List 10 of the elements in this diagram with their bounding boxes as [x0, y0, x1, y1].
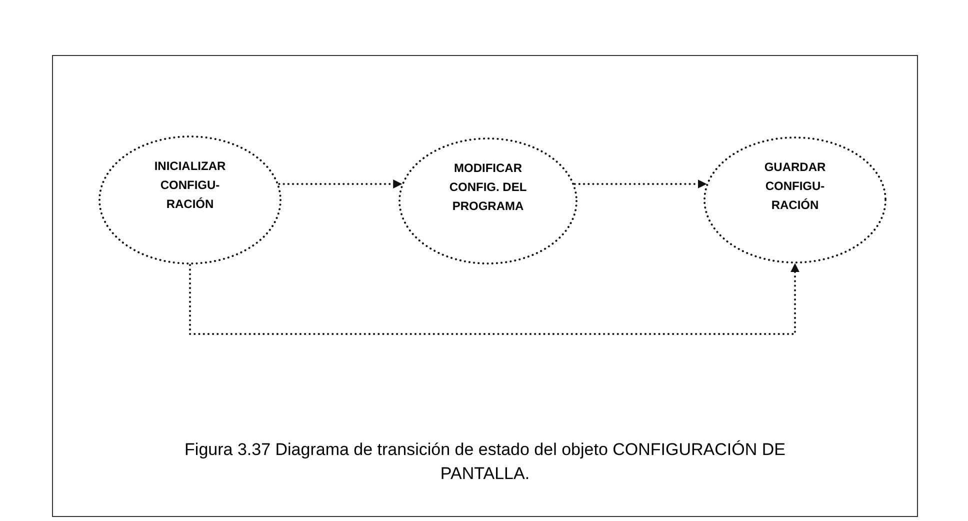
state-circle [398, 137, 578, 265]
state-label: INICIALIZAR CONFIGU- RACIÓN [153, 158, 227, 213]
state-circle [703, 136, 887, 264]
arrow [278, 180, 402, 188]
arrow [189, 263, 800, 335]
state-label: GUARDAR CONFIGU- RACIÓN [763, 159, 827, 214]
state-circle [98, 135, 282, 265]
state-label: MODIFICAR CONFIG. DEL PROGRAMA [448, 160, 528, 215]
figure-caption: Figura 3.37 Diagrama de transición de estado del objeto CONFIGURACIÓN DE PANTALLA. [184, 439, 786, 485]
arrow [574, 180, 707, 188]
